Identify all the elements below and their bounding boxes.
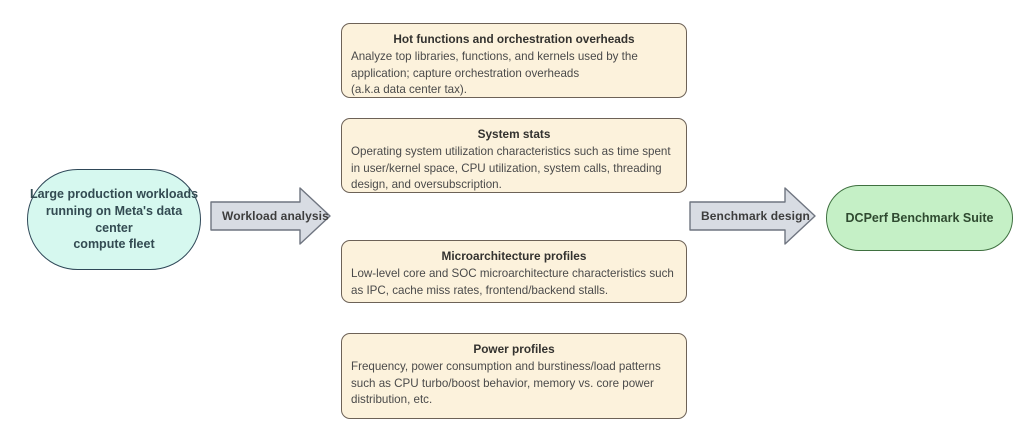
card-system-stats[interactable]: System stats Operating system utilizatio… <box>341 118 687 193</box>
arrow-benchmark-design-shape <box>689 187 816 245</box>
source-node-production-workloads[interactable]: Large production workloads running on Me… <box>27 169 201 270</box>
target-node-label: DCPerf Benchmark Suite <box>845 210 994 225</box>
card-microarchitecture-profiles-title: Microarchitecture profiles <box>441 249 587 263</box>
card-microarchitecture-profiles[interactable]: Microarchitecture profiles Low-level cor… <box>341 240 687 303</box>
card-hot-functions[interactable]: Hot functions and orchestration overhead… <box>341 23 687 98</box>
source-node-label: Large production workloads running on Me… <box>29 186 199 252</box>
card-microarchitecture-profiles-body: Low-level core and SOC microarchitecture… <box>351 266 674 297</box>
card-power-profiles[interactable]: Power profiles Frequency, power consumpt… <box>341 333 687 419</box>
card-system-stats-body: Operating system utilization characteris… <box>351 144 671 192</box>
arrow-workload-analysis-shape <box>210 187 331 245</box>
card-power-profiles-body: Frequency, power consumption and burstin… <box>351 359 661 407</box>
arrow-workload-analysis[interactable]: Workload analysis <box>210 186 332 246</box>
arrow-benchmark-design[interactable]: Benchmark design <box>689 186 817 246</box>
card-power-profiles-title: Power profiles <box>473 342 555 356</box>
target-node-dcperf-benchmark-suite[interactable]: DCPerf Benchmark Suite <box>826 185 1013 251</box>
card-system-stats-title: System stats <box>477 127 551 141</box>
card-hot-functions-body: Analyze top libraries, functions, and ke… <box>351 49 638 97</box>
card-hot-functions-title: Hot functions and orchestration overhead… <box>393 32 635 46</box>
